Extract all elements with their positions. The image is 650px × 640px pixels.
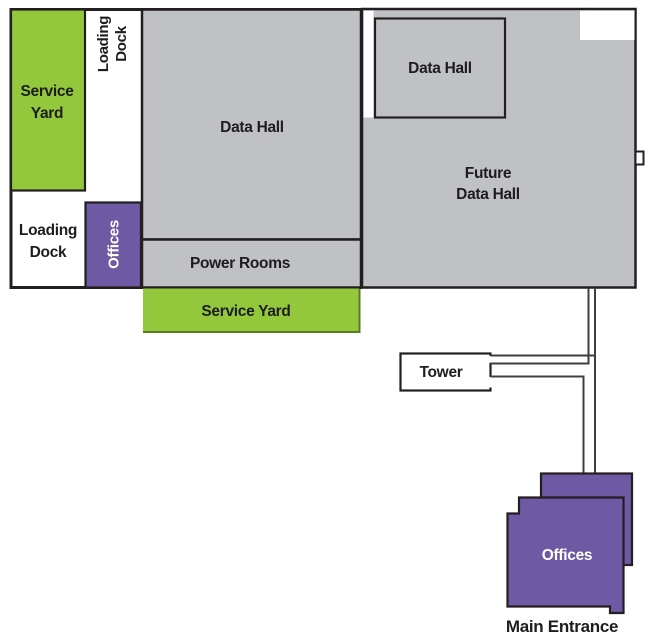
main-data-hall: Data Hall	[140, 8, 363, 241]
future-data-hall-label-line2: Data Hall	[456, 186, 520, 203]
corridor-tower-to-offices	[490, 375, 585, 474]
loading-dock-top: Loading Dock	[95, 16, 130, 72]
future-hall-top-right-notch	[580, 10, 635, 40]
loading-dock-left-label-line1: Loading	[19, 222, 77, 239]
tower-shape	[399, 352, 492, 392]
service-yard-top-shape	[9, 8, 87, 192]
corridor-datahall-to-tower-inner	[490, 288, 590, 365]
offices-wing: Offices	[84, 201, 143, 289]
loading-dock-top-label-line2: Dock	[113, 25, 130, 61]
small-data-hall: Data Hall	[373, 17, 507, 119]
offices-building-label: Offices	[542, 547, 592, 564]
future-hall-left-white-strip	[363, 10, 374, 118]
tower-label: Tower	[420, 364, 463, 381]
offices-building: Offices	[506, 472, 634, 615]
service-yard-top: Service Yard	[9, 8, 87, 192]
offices-front-square	[506, 496, 625, 615]
offices-wing-shape	[84, 201, 143, 289]
power-rooms-shape	[140, 238, 363, 289]
main-entrance-label: Main Entrance	[506, 617, 618, 636]
service-yard-top-label-line2: Yard	[31, 105, 63, 122]
loading-dock-left: Loading Dock	[19, 222, 77, 261]
service-yard-bottom-edge	[143, 288, 361, 333]
small-data-hall-label: Data Hall	[408, 60, 472, 77]
offices-wing-label: Offices	[106, 220, 123, 269]
main-data-hall-label: Data Hall	[220, 119, 284, 136]
service-yard-bottom-label: Service Yard	[201, 303, 290, 320]
tower-lower-opening	[488, 377, 493, 388]
service-yard-top-label-line1: Service	[20, 83, 74, 100]
future-hall-right-edge-tab	[634, 150, 645, 166]
tower-and-corridors: Tower	[399, 288, 596, 474]
tower-upper-opening	[488, 356, 493, 363]
loading-dock-left-label-line2: Dock	[30, 244, 67, 261]
loading-dock-top-label-line1: Loading	[95, 16, 112, 72]
future-data-hall-label-line1: Future	[465, 165, 512, 182]
power-rooms-label: Power Rooms	[190, 255, 290, 272]
main-data-hall-shape	[140, 8, 363, 241]
small-data-hall-shape	[373, 17, 507, 119]
service-yard-bottom: Service Yard	[143, 288, 361, 333]
service-yard-bottom-shape	[143, 288, 360, 333]
power-rooms: Power Rooms	[140, 238, 363, 289]
